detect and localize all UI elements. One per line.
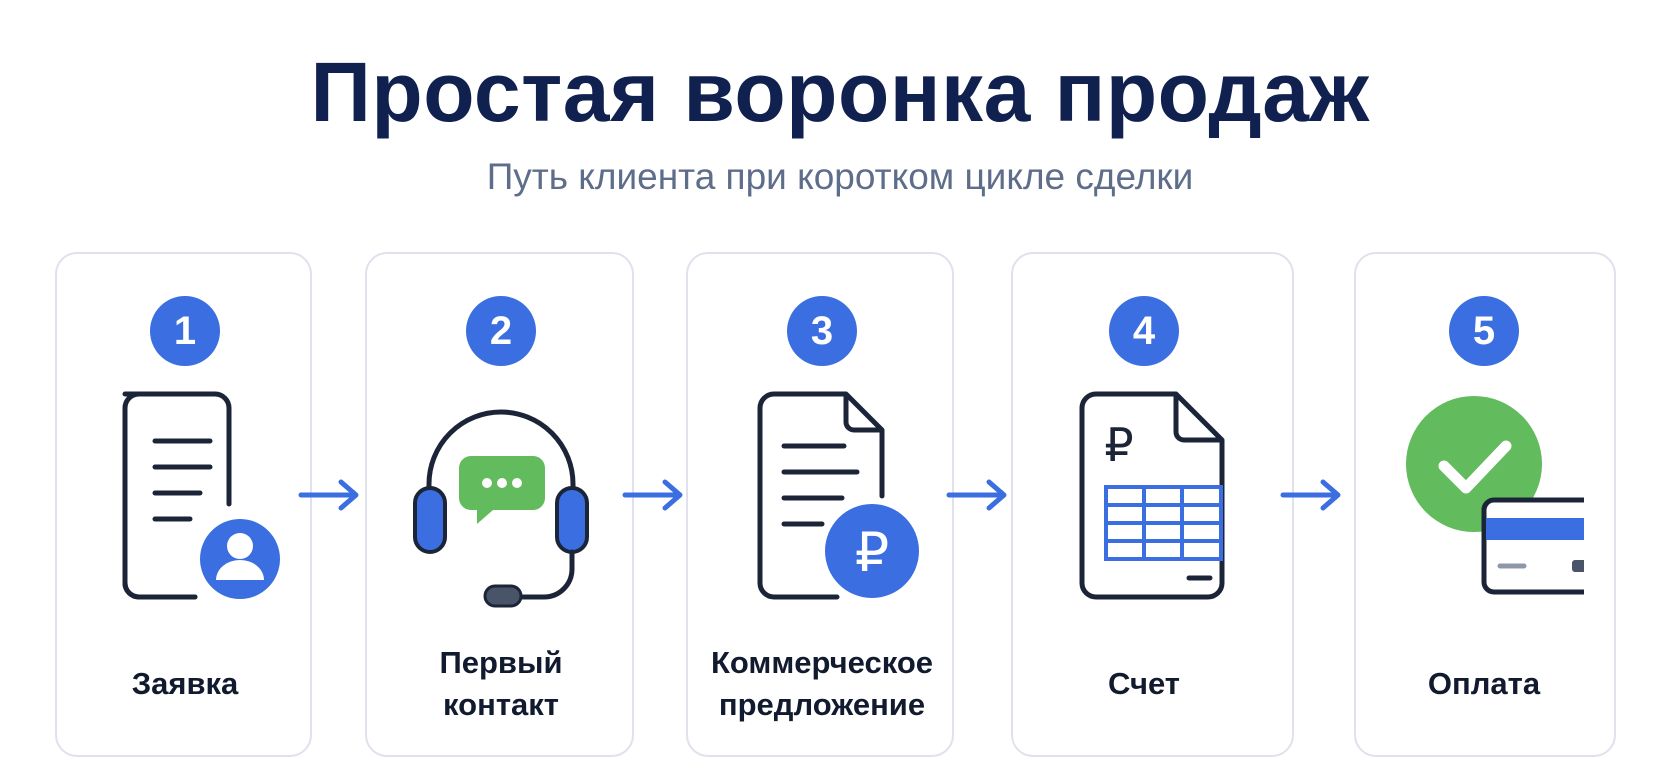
arrow-right-icon <box>946 479 1007 511</box>
proposal-ruble-icon: ₽ <box>757 391 919 600</box>
step-number-badge: 4 <box>1109 296 1179 366</box>
arrow-right-icon <box>1280 479 1341 511</box>
step-label: Первый контакт <box>439 645 563 722</box>
page-subtitle: Путь клиента при коротком цикле сделки <box>486 156 1194 197</box>
ruble-symbol: ₽ <box>855 521 889 584</box>
step-card-payment: 5 Оплата <box>1354 252 1616 757</box>
payment-card-check-icon <box>1406 396 1584 595</box>
application-form-icon <box>122 391 280 600</box>
ruble-symbol: ₽ <box>1104 418 1133 472</box>
invoice-table-icon: ₽ <box>1079 391 1225 600</box>
step-number-badge: 1 <box>150 296 220 366</box>
step-card-application: 1 Заявка <box>55 252 312 757</box>
arrow-right-icon <box>622 479 683 511</box>
step-card-first-contact: 2 Первый контакт <box>365 252 634 757</box>
step-card-invoice: 4 ₽ Счет <box>1011 252 1294 757</box>
headset-chat-icon <box>413 409 589 608</box>
page-title: Простая воронка продаж <box>310 45 1370 139</box>
step-card-proposal: 3 ₽ Коммерческое предложение <box>686 252 954 757</box>
step-label: Счет <box>1108 666 1180 701</box>
step-number-badge: 5 <box>1449 296 1519 366</box>
arrow-right-icon <box>298 479 359 511</box>
step-number-badge: 2 <box>466 296 536 366</box>
step-label: Оплата <box>1427 666 1541 701</box>
step-label: Заявка <box>131 666 239 701</box>
step-label: Коммерческое предложение <box>710 645 934 722</box>
step-number-badge: 3 <box>787 296 857 366</box>
